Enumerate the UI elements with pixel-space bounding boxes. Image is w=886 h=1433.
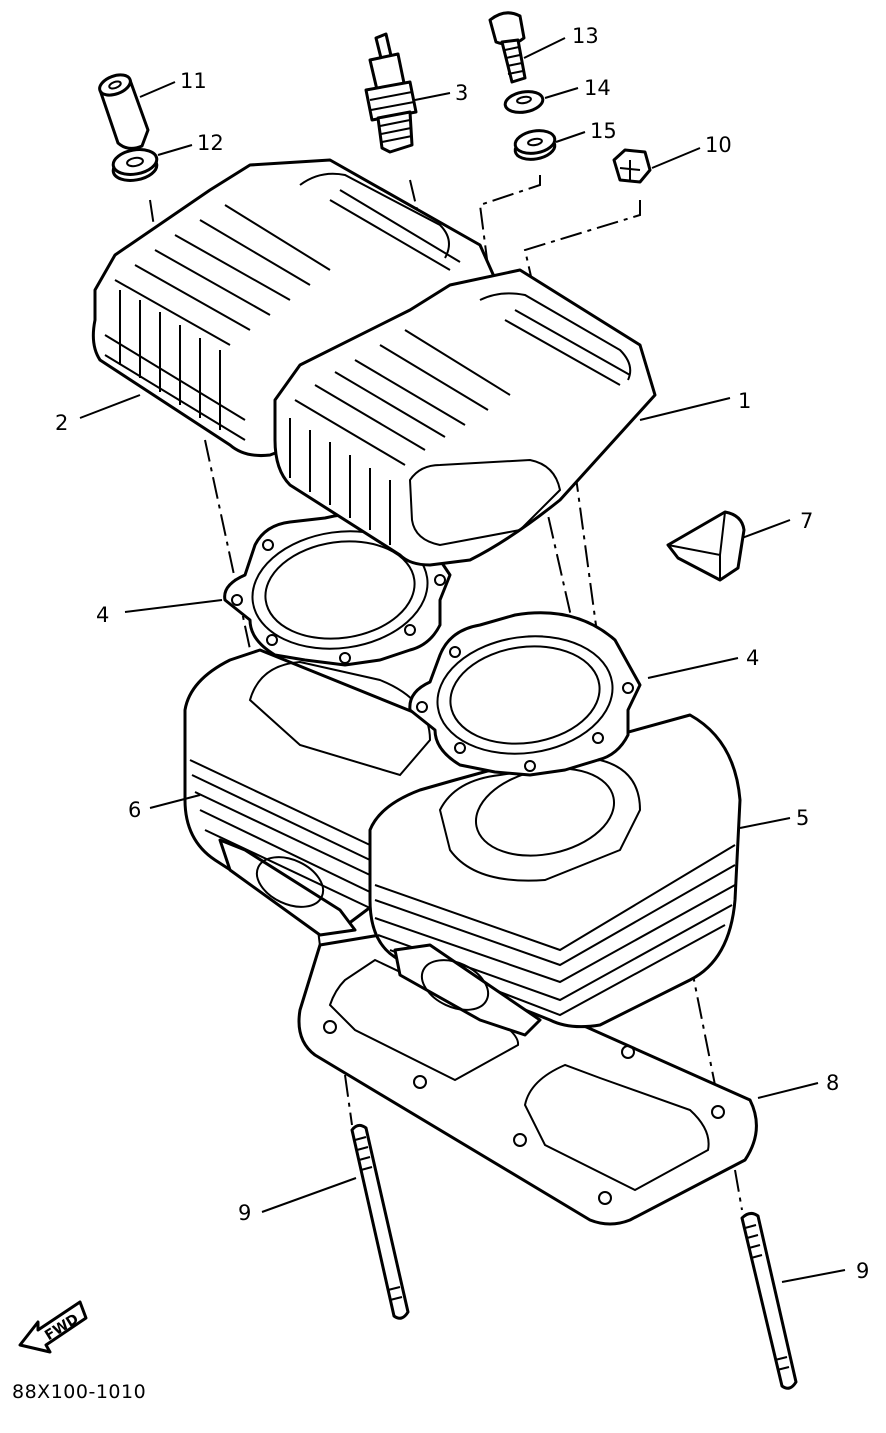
front-cylinder-head[interactable] bbox=[273, 268, 657, 567]
callout-14: 14 bbox=[584, 76, 611, 100]
leader-lines bbox=[79, 37, 846, 1283]
callout-7: 7 bbox=[800, 509, 813, 533]
callout-4-rear: 4 bbox=[96, 603, 109, 627]
callout-8: 8 bbox=[826, 1071, 839, 1095]
spark-plug[interactable] bbox=[364, 32, 418, 154]
front-head-gasket[interactable] bbox=[408, 611, 642, 777]
callout-4-front: 4 bbox=[746, 646, 759, 670]
lock-washer[interactable] bbox=[503, 89, 545, 115]
callout-10: 10 bbox=[705, 133, 732, 157]
front-cylinder[interactable] bbox=[368, 713, 742, 1037]
diagram-reference-code: 88X100-1010 bbox=[12, 1381, 147, 1403]
stud-bolt-right[interactable] bbox=[740, 1211, 798, 1390]
callout-1: 1 bbox=[738, 389, 751, 413]
bolt[interactable] bbox=[488, 11, 527, 84]
plain-washer[interactable] bbox=[513, 128, 557, 163]
spacer[interactable] bbox=[97, 71, 150, 150]
callout-15: 15 bbox=[590, 119, 617, 143]
callout-11: 11 bbox=[180, 69, 207, 93]
callout-2: 2 bbox=[55, 411, 68, 435]
callout-6: 6 bbox=[128, 798, 141, 822]
callout-numbers: 1 2 3 4 4 5 6 7 8 9 9 10 11 12 13 14 15 bbox=[55, 24, 869, 1283]
washer[interactable] bbox=[111, 146, 159, 183]
callout-9-right: 9 bbox=[856, 1259, 869, 1283]
callout-12: 12 bbox=[197, 131, 224, 155]
damper-part[interactable] bbox=[666, 510, 746, 582]
callout-3: 3 bbox=[455, 81, 468, 105]
stud-bolt-left[interactable] bbox=[350, 1123, 410, 1320]
fwd-arrow-icon: FWD bbox=[18, 1300, 88, 1354]
callout-5: 5 bbox=[796, 806, 809, 830]
callout-9-left: 9 bbox=[238, 1201, 251, 1225]
callout-13: 13 bbox=[572, 24, 599, 48]
nut[interactable] bbox=[612, 148, 652, 184]
